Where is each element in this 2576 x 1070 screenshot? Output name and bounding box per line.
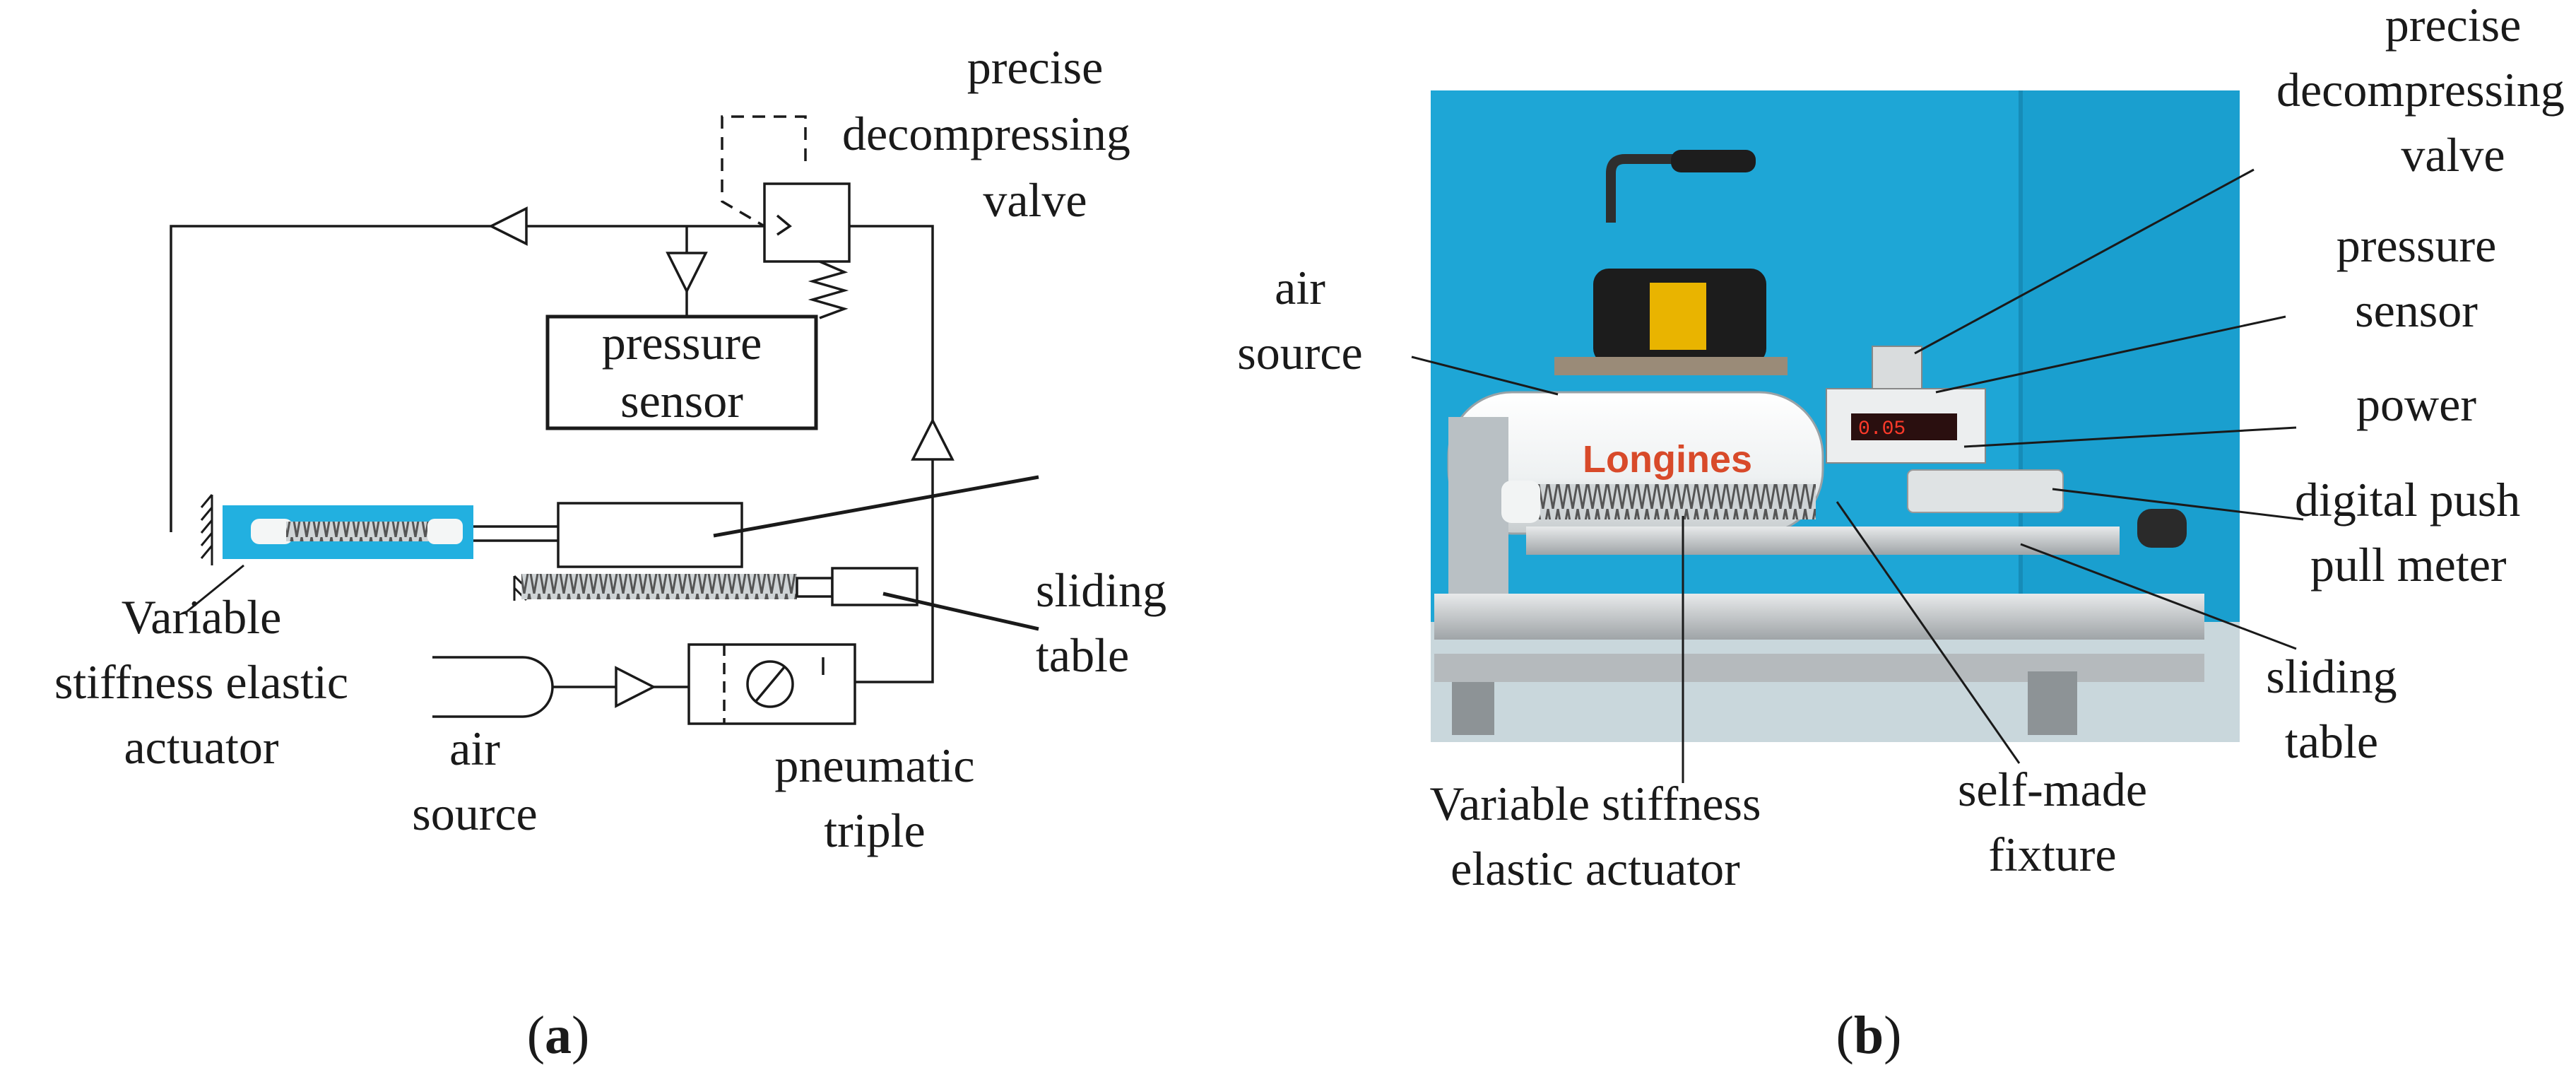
label-a-sliding-1: sliding xyxy=(1036,563,1166,617)
supply-loop-line xyxy=(170,225,934,683)
digital-display xyxy=(1851,413,1957,440)
photo-foot-left xyxy=(1452,682,1494,735)
photo-frame-lower xyxy=(1434,654,2204,682)
panel-b-photo: Longines 0.05 xyxy=(1411,90,2304,783)
label-a-triple-1: pneumatic xyxy=(774,739,974,792)
valve-body xyxy=(1872,346,1922,389)
valve-pilot-dashed xyxy=(721,115,807,228)
flow-arrow-right xyxy=(911,418,955,461)
label-a-air-1: air xyxy=(449,722,500,775)
pneumatic-triple-box xyxy=(687,643,856,725)
photo-knob xyxy=(2137,509,2187,548)
label-b-sliding-2: table xyxy=(2285,715,2378,768)
flow-arrow-air xyxy=(615,666,656,708)
leader-b-valve xyxy=(1914,168,2255,355)
sliding-table-spring xyxy=(521,574,797,599)
actuator-rod xyxy=(473,525,558,542)
label-a-actuator-3: actuator xyxy=(124,720,279,774)
display-reading: 0.05 xyxy=(1858,418,1906,440)
tank-brand-text: Longines xyxy=(1583,438,1752,481)
actuator-wall-hatch xyxy=(200,494,213,565)
label-b-valve-1: precise xyxy=(2385,0,2522,52)
label-a-air-2: source xyxy=(412,787,537,840)
label-b-valve-2: decompressing xyxy=(2276,63,2565,117)
panel-a-labels: precise decompressing valve pressure sen… xyxy=(54,40,1166,1065)
photo-push-pull-meter xyxy=(1907,469,2064,513)
photo-frame xyxy=(1434,594,2204,640)
label-a-actuator-2: stiffness elastic xyxy=(54,655,348,709)
flow-arrow-sensor xyxy=(666,252,708,294)
label-b-fixture-2: fixture xyxy=(1988,828,2116,881)
panel-b-leaders xyxy=(1411,168,2304,783)
label-b-power: power xyxy=(2356,377,2476,431)
valve-arrow-tip xyxy=(776,214,792,236)
label-b-actuator-2: elastic actuator xyxy=(1451,842,1740,895)
actuator-photo xyxy=(223,505,473,559)
gauge-needle xyxy=(755,666,786,702)
label-a-pressure-1: pressure xyxy=(602,316,762,370)
label-b-sliding-1: sliding xyxy=(2266,649,2397,703)
pressure-sensor-box xyxy=(545,314,818,430)
valve-spring xyxy=(808,260,849,319)
label-a-valve-1: precise xyxy=(967,40,1104,94)
compressor-unit xyxy=(1554,150,1788,375)
label-b-pushpull-2: pull meter xyxy=(2310,538,2507,592)
leader-b-air xyxy=(1411,355,1559,396)
photo-rail xyxy=(1526,527,2120,555)
sliding-table-connector xyxy=(796,577,834,598)
label-b-fixture-1: self-made xyxy=(1958,763,2147,816)
label-b-pushpull-1: digital push xyxy=(2295,473,2520,527)
leader-actuator xyxy=(187,564,244,613)
label-a-pressure-2: sensor xyxy=(620,374,743,428)
label-a-sliding-2: table xyxy=(1036,628,1129,682)
leader-b-sliding xyxy=(2020,543,2297,650)
label-a-valve-2: decompressing xyxy=(842,107,1130,160)
flow-arrow-top xyxy=(488,206,528,246)
label-b-actuator-1: Variable stiffness xyxy=(1430,777,1761,830)
photo-foot-right xyxy=(2028,671,2077,735)
leader-b-sensor xyxy=(1935,315,2286,394)
photo-actuator-cap xyxy=(1501,481,1540,523)
label-a-actuator-1: Variable xyxy=(122,590,282,644)
label-a-triple-2: triple xyxy=(824,804,926,857)
push-pull-meter-box xyxy=(557,502,743,568)
caption-a: (a) xyxy=(527,1006,590,1065)
gauge-icon xyxy=(746,660,794,708)
label-b-air-2: source xyxy=(1237,326,1362,380)
tank-side-panel xyxy=(1448,417,1508,601)
caption-b: (b) xyxy=(1836,1006,1902,1065)
label-b-pressure-1: pressure xyxy=(2336,218,2497,272)
valve-symbol xyxy=(763,182,851,263)
panel-a-schematic xyxy=(170,115,1039,725)
air-source-symbol xyxy=(432,656,554,718)
leader-b-pushpull xyxy=(2052,488,2304,521)
leader-b-power xyxy=(1963,426,2297,448)
panel-b-labels: air source precise decompressing valve p… xyxy=(1237,0,2565,1065)
leader-b-fixture xyxy=(1836,501,2021,764)
label-a-valve-3: valve xyxy=(983,173,1087,227)
photo-actuator-spring xyxy=(1533,484,1816,519)
leader-meter xyxy=(713,475,1039,538)
label-b-air-1: air xyxy=(1275,261,1325,314)
label-b-pressure-2: sensor xyxy=(2355,283,2478,337)
leader-sliding-table xyxy=(882,592,1039,631)
label-b-valve-3: valve xyxy=(2401,128,2505,182)
